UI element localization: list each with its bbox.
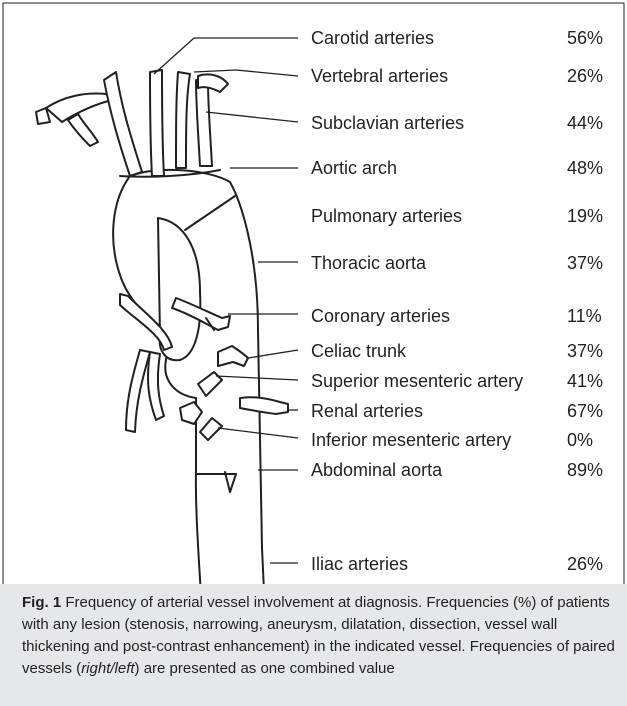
percent-inferior-mesenteric-artery: 0% [567,429,593,451]
label-aortic-arch: Aortic arch [311,157,397,179]
percent-pulmonary-arteries: 19% [567,205,603,227]
figure-caption: Fig. 1 Frequency of arterial vessel invo… [22,592,618,680]
right-vertebral [176,72,190,168]
label-thoracic-aorta: Thoracic aorta [311,252,426,274]
percent-abdominal-aorta: 89% [567,459,603,481]
percent-iliac-arteries: 26% [567,553,603,575]
label-pulmonary-arteries: Pulmonary arteries [311,205,462,227]
leader-carotid [154,38,298,74]
caption-text-italic: right/left [81,660,134,677]
left-carotid-branch [68,114,98,146]
center-carotid [150,70,164,176]
label-superior-mesenteric-artery: Superior mesenteric artery [311,370,523,392]
right-carotid [196,80,212,166]
leader-subclavian [206,112,298,122]
label-renal-arteries: Renal arteries [311,400,423,422]
percent-subclavian-arteries: 44% [567,112,603,134]
percent-renal-arteries: 67% [567,400,603,422]
label-coronary-arteries: Coronary arteries [311,305,450,327]
figure-number: Fig. 1 [22,594,61,611]
percent-carotid-arteries: 56% [567,27,603,49]
left-hanging-vessel-2 [148,352,164,420]
label-inferior-mesenteric-artery: Inferior mesenteric artery [311,429,511,451]
label-iliac-arteries: Iliac arteries [311,553,408,575]
percent-thoracic-aorta: 37% [567,252,603,274]
label-abdominal-aorta: Abdominal aorta [311,459,442,481]
label-vertebral-arteries: Vertebral arteries [311,65,448,87]
label-carotid-arteries: Carotid arteries [311,27,434,49]
left-hanging-vessel [126,350,150,432]
left-carotid [104,72,142,176]
label-celiac-trunk: Celiac trunk [311,340,406,362]
caption-text-2: ) are presented as one combined value [135,660,395,677]
percent-celiac-trunk: 37% [567,340,603,362]
percent-superior-mesenteric-artery: 41% [567,370,603,392]
label-subclavian-arteries: Subclavian arteries [311,112,464,134]
percent-coronary-arteries: 11% [567,305,602,327]
percent-aortic-arch: 48% [567,157,603,179]
percent-vertebral-arteries: 26% [567,65,603,87]
